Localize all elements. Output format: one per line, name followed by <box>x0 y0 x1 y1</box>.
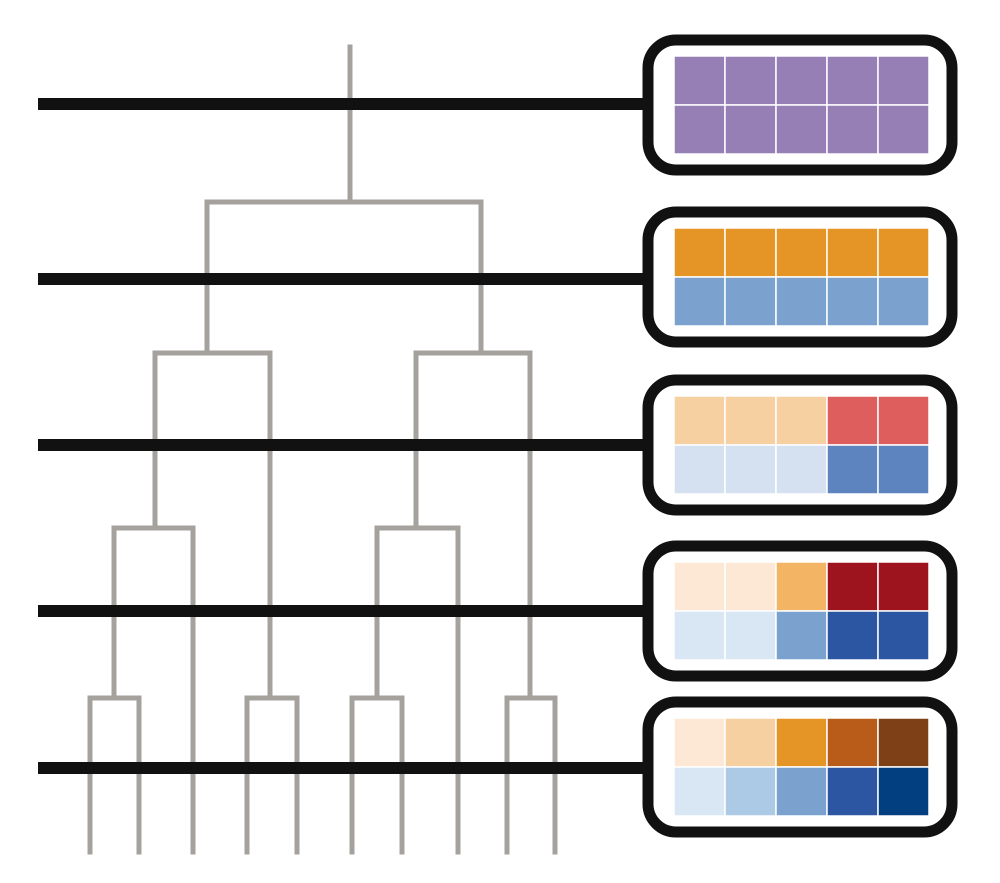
color-cell <box>826 610 879 661</box>
cluster-color-panels <box>642 34 958 838</box>
color-cell <box>724 276 777 327</box>
color-cell <box>826 766 879 817</box>
color-cell <box>877 610 930 661</box>
color-cell <box>724 395 777 446</box>
color-cell <box>673 227 726 278</box>
color-cell <box>775 395 828 446</box>
color-cell <box>826 276 879 327</box>
color-cell <box>877 444 930 495</box>
color-cell <box>775 766 828 817</box>
color-cell <box>877 395 930 446</box>
color-cell <box>826 104 879 155</box>
color-cell <box>826 444 879 495</box>
color-cell <box>673 444 726 495</box>
color-cell <box>724 444 777 495</box>
color-cell <box>877 227 930 278</box>
color-cell <box>673 717 726 768</box>
color-cell <box>724 55 777 106</box>
color-cell <box>775 55 828 106</box>
color-cell <box>724 610 777 661</box>
color-cell <box>877 766 930 817</box>
color-cell <box>673 55 726 106</box>
color-cell <box>775 444 828 495</box>
color-cell <box>673 276 726 327</box>
color-cell <box>877 561 930 612</box>
cluster-panel-2 <box>642 206 958 348</box>
color-cell <box>775 561 828 612</box>
color-cell <box>724 561 777 612</box>
color-cell <box>673 610 726 661</box>
cut-lines <box>38 98 650 774</box>
color-cell <box>826 227 879 278</box>
color-cell <box>877 104 930 155</box>
cluster-panel-4 <box>642 540 958 682</box>
color-cell <box>673 395 726 446</box>
color-cell <box>724 227 777 278</box>
color-cell <box>724 717 777 768</box>
color-cell <box>826 717 879 768</box>
color-cell <box>877 276 930 327</box>
cluster-panel-3 <box>642 374 958 516</box>
color-cell <box>673 766 726 817</box>
color-cell <box>826 561 879 612</box>
color-cell <box>775 104 828 155</box>
cluster-panel-5 <box>642 696 958 838</box>
color-cell <box>877 717 930 768</box>
color-cell <box>775 610 828 661</box>
color-cell <box>826 395 879 446</box>
dendrogram-tree <box>87 44 558 855</box>
color-cell <box>826 55 879 106</box>
color-cell <box>775 227 828 278</box>
cluster-panel-1 <box>642 34 958 176</box>
color-cell <box>775 276 828 327</box>
color-cell <box>673 104 726 155</box>
color-cell <box>673 561 726 612</box>
color-cell <box>877 55 930 106</box>
color-cell <box>724 104 777 155</box>
color-cell <box>775 717 828 768</box>
color-cell <box>724 766 777 817</box>
